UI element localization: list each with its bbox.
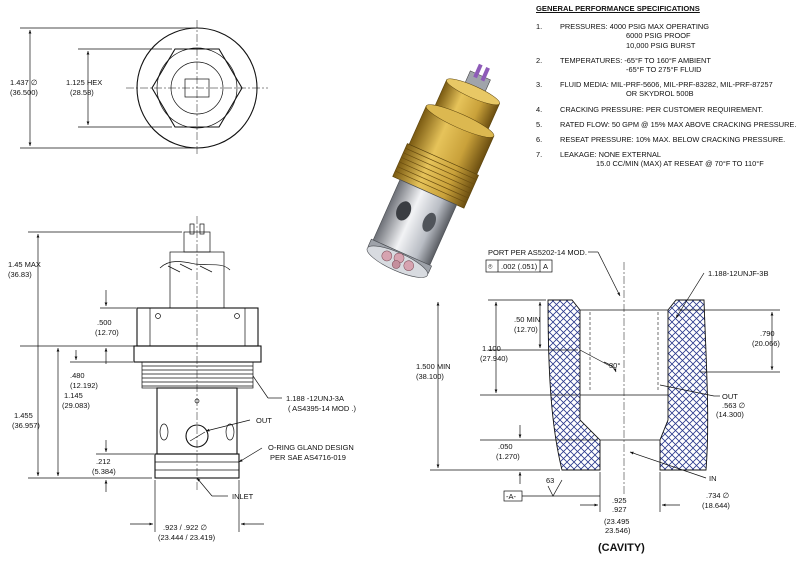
body-hex [136,307,259,347]
dim-212-mm: (5.384) [92,467,116,476]
dim-1500-min-mm: (38.100) [416,372,444,381]
fcf-symbol: ⌾ [488,262,493,271]
dim-1100: 1.100 [482,344,501,353]
dim-734: .734 ∅ [706,491,730,500]
dim-1145-mm: (29.083) [62,401,90,410]
dim-1145: 1.145 [64,391,83,400]
dim-angle: 30° [609,361,620,370]
dim-max-length: 1.45 MAX [8,260,41,269]
dim-1455: 1.455 [14,411,33,420]
spec-item-rated-flow: 5. RATED FLOW: 50 GPM @ 15% MAX ABOVE CR… [536,119,797,129]
dim-925: .925 [612,496,627,505]
cavity-view: PORT PER AS5202-14 MOD. ⌾ .002 (.051) A … [416,248,780,535]
cavity-in-label: IN [709,474,717,483]
dim-cavity-mm-bot: 23.546) [605,526,631,535]
cavity-thread: 1.188-12UNJF-3B [708,269,768,278]
dim-cavity-mm-top: (23.495 [604,517,629,526]
dim-bottom-dia-mm: (23.444 / 23.419) [158,533,216,542]
housing-left [547,299,601,471]
thread-spec-ref: ( AS4395-14 MOD .) [288,404,356,413]
dim-480: .480 [70,371,85,380]
dim-1100-mm: (27.940) [480,354,508,363]
dim-50-min-mm: (12.70) [514,325,538,334]
body-shoulder [133,345,262,363]
spec-item-fluid-media: 3. FLUID MEDIA: MIL-PRF-5606, MIL-PRF-83… [536,80,773,99]
feature-control-frame: ⌾ .002 (.051) A [485,259,553,273]
spec-item-cracking-pressure: 4. CRACKING PRESSURE: PER CUSTOMER REQUI… [536,104,764,114]
cavity-label: (CAVITY) [598,542,645,554]
datum-a: -A- [506,492,517,501]
valve-3d-illustration [366,63,500,278]
dim-563: .563 ∅ [722,401,746,410]
dim-500-mm: (12.70) [95,328,119,337]
fcf-tolerance: .002 (.051) [501,262,538,271]
specs-title: GENERAL PERFORMANCE SPECIFICATIONS [536,4,700,13]
dim-max-length-mm: (36.83) [8,270,32,279]
performance-specifications: GENERAL PERFORMANCE SPECIFICATIONS 1. PR… [536,4,798,175]
inlet-label: INLET [232,492,254,501]
dim-927: .927 [612,505,627,514]
dim-790-mm: (20.066) [752,339,780,348]
dim-212: .212 [96,457,111,466]
dim-563-mm: (14.300) [716,410,744,419]
top-view: 1.437 ∅ (36.500) 1.125 HEX (28.58) [10,20,268,156]
port-note: PORT PER AS5202-14 MOD. [488,248,587,257]
fcf-datum: A [543,262,548,271]
oring-note-2: PER SAE AS4716-019 [270,453,346,462]
spec-item-temperatures: 2. TEMPERATURES: -65°F TO 160°F AMBIENT … [536,55,711,75]
dim-790: .790 [760,329,775,338]
surface-finish: 63 [546,476,554,485]
dim-outer-dia: 1.437 ∅ [10,78,38,87]
out-label: OUT [256,416,272,425]
dim-bottom-dia: .923 / .922 ∅ [163,523,208,532]
side-view: 1.45 MAX (36.83) .500 (12.70) .480 (12.1… [8,216,356,542]
dim-hex-mm: (28.58) [70,88,94,97]
spec-item-leakage: 7. LEAKAGE: NONE EXTERNAL 15.0 CC/MIN (M… [536,150,764,169]
oring-note-1: O-RING GLAND DESIGN [268,443,354,452]
dim-734-mm: (18.644) [702,501,730,510]
dim-hex: 1.125 HEX [66,78,102,87]
surface-finish-symbol [547,479,563,497]
thread-spec: 1.188 -12UNJ-3A [286,394,344,403]
dim-1500-min: 1.500 MIN [416,362,451,371]
dim-50-min: .50 MIN [514,315,540,324]
housing-right [659,299,709,471]
dim-500: .500 [97,318,112,327]
dim-050-mm: (1.270) [496,452,520,461]
dim-1455-mm: (36.957) [12,421,40,430]
spec-item-pressures: 1. PRESSURES: 4000 PSIG MAX OPERATING 60… [536,22,709,50]
dim-480-mm: (12.192) [70,381,98,390]
safety-wire [159,261,231,271]
dim-outer-dia-mm: (36.500) [10,88,38,97]
spec-item-reseat-pressure: 6. RESEAT PRESSURE: 10% MAX. BELOW CRACK… [536,135,786,145]
cavity-out-label: OUT [722,392,738,401]
dim-050: .050 [498,442,513,451]
